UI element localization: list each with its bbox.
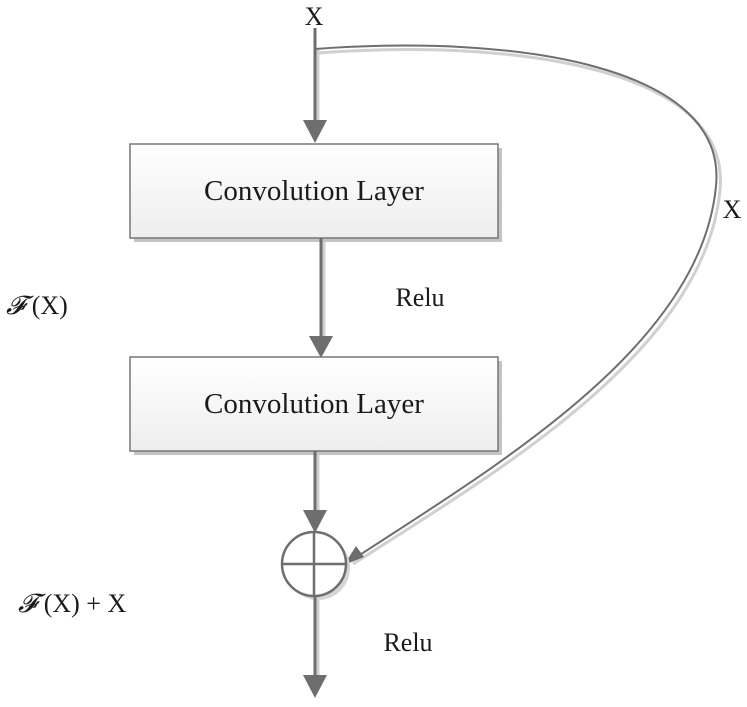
skip-connection [314,44,718,561]
output-arrowhead [303,675,327,698]
sum-arrowhead [303,510,327,533]
input-arrowhead [303,120,327,143]
skip-label: X [723,195,742,224]
layer1-label: Convolution Layer [204,175,424,207]
relu2-label: Relu [383,628,432,657]
layer1-box [129,143,499,239]
layer2-label: Convolution Layer [204,388,424,420]
fx-label: 𝓕 (X) [6,291,68,320]
relu1-label: Relu [395,283,444,312]
fx-rest: (X) [25,291,68,320]
fxx-rest: (X) + X [37,589,126,618]
input-label: X [305,2,324,31]
skip-connection-shadow [317,48,722,566]
layer2-box [129,356,499,452]
fxx-label: 𝓕 (X) + X [18,589,126,618]
mid-arrowhead [309,336,333,358]
